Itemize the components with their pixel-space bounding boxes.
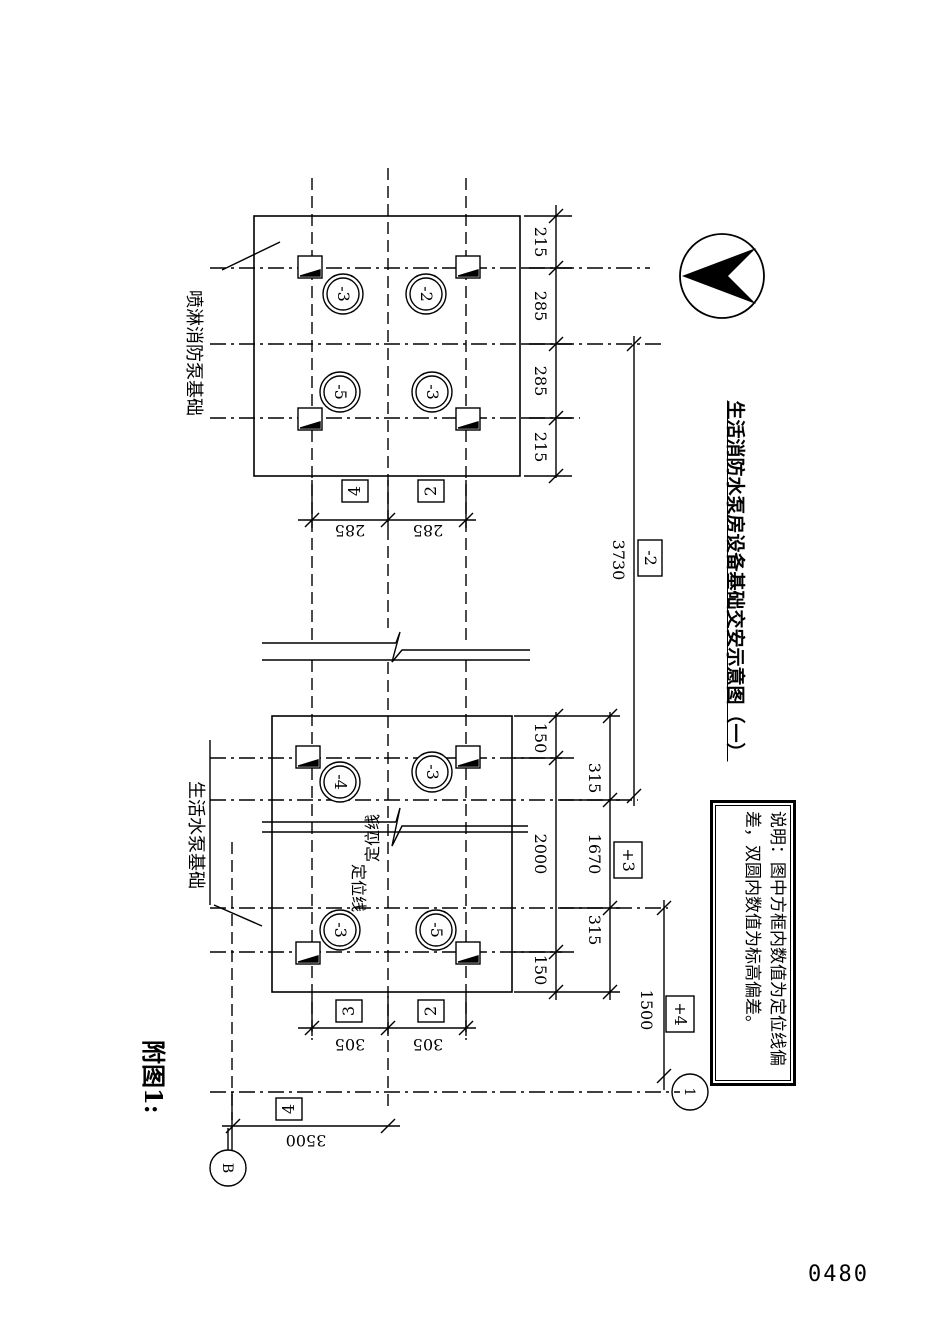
location-deviation: 3 xyxy=(339,1006,358,1016)
location-deviation: +4 xyxy=(671,1002,690,1026)
elevation-deviation: -3 xyxy=(334,286,353,302)
domestic-foundation-label: 生活水泵基础 xyxy=(185,781,206,889)
north-arrow-pointer xyxy=(682,248,756,304)
double-circle-domestic-b xyxy=(411,751,453,793)
page-title: 生活消防水泵房设备基础交安示意图（一） xyxy=(724,400,746,762)
spray-foundation-outline xyxy=(253,215,521,477)
dimension-text: 2000 xyxy=(531,834,550,875)
location-line-label: 定位线 xyxy=(363,813,383,863)
north-arrow-icon xyxy=(679,233,765,319)
square-box xyxy=(335,999,363,1023)
page-number: 0480 xyxy=(808,1262,869,1287)
dimension-text: 305 xyxy=(413,1035,444,1054)
dimension-text: 1670 xyxy=(585,834,604,875)
dimension-text: 305 xyxy=(335,1035,366,1054)
square-box xyxy=(417,479,445,503)
dimension-text: 150 xyxy=(531,723,550,754)
figure-label: 附图1: xyxy=(139,1040,168,1114)
axis-label-b: B xyxy=(219,1163,235,1173)
square-box xyxy=(417,999,445,1023)
dimension-text: 285 xyxy=(531,366,550,397)
double-circle-spray-a xyxy=(322,273,364,315)
location-deviation: 4 xyxy=(345,486,364,496)
dimension-text: 315 xyxy=(585,763,604,794)
location-deviation: 4 xyxy=(279,1104,298,1114)
elevation-deviation: -5 xyxy=(427,922,446,938)
axis-bubble-1 xyxy=(671,1073,709,1111)
elevation-deviation: -3 xyxy=(331,922,350,938)
dimension-text: 215 xyxy=(531,227,550,258)
dimension-text: 315 xyxy=(585,915,604,946)
dimension-text: 150 xyxy=(531,955,550,986)
square-box xyxy=(341,479,369,503)
elevation-deviation: -2 xyxy=(417,286,436,302)
axis-label-1: 1 xyxy=(681,1088,697,1097)
location-deviation: 2 xyxy=(421,486,440,496)
note-box: 说明：图中方框内数值为定位线偏差，双圆内数值为标高偏差。 xyxy=(710,800,796,1086)
square-box xyxy=(275,1097,303,1121)
location-deviation: 2 xyxy=(421,1006,440,1016)
double-circle-domestic-a xyxy=(319,761,361,803)
elevation-deviation: -3 xyxy=(423,384,442,400)
dimension-text: 1500 xyxy=(637,990,656,1031)
spray-foundation-label: 喷淋消防泵基础 xyxy=(183,290,204,416)
location-deviation: +3 xyxy=(619,848,638,872)
anchor-bolts xyxy=(295,255,481,965)
dimension-text: 215 xyxy=(531,432,550,463)
square-box xyxy=(637,539,663,577)
square-box xyxy=(665,995,695,1033)
dimension-text: 285 xyxy=(531,291,550,322)
elevation-deviation: -4 xyxy=(331,774,350,790)
dimension-text: 285 xyxy=(335,521,366,540)
dimension-text: 3730 xyxy=(609,540,628,581)
double-circle-spray-c xyxy=(319,371,361,413)
location-deviation: -2 xyxy=(641,550,660,566)
dimension-text: 3500 xyxy=(286,1131,327,1150)
elevation-deviation: -5 xyxy=(331,384,350,400)
leader-line xyxy=(221,241,281,271)
domestic-foundation-outline xyxy=(271,715,513,993)
double-circle-spray-b xyxy=(405,273,447,315)
square-box xyxy=(613,841,643,879)
double-circle-spray-d xyxy=(411,371,453,413)
location-line-label: 定位线 xyxy=(349,863,369,913)
double-circle-domestic-d xyxy=(415,909,457,951)
double-circle-domestic-c xyxy=(319,909,361,951)
dimension-text: 285 xyxy=(413,521,444,540)
elevation-deviation: -3 xyxy=(423,764,442,780)
